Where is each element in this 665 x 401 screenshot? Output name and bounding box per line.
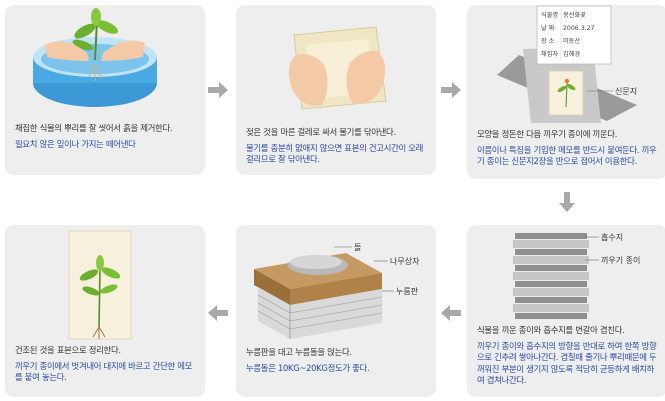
step-card-2: 젖은 것을 마른 걸레로 싸서 물기를 닦아낸다. 물기를 충분히 없애지 않으…	[236, 5, 436, 175]
absorbent-label: 흡수지	[601, 232, 623, 242]
step-sub-text: 물기를 충분히 없애지 않으면 표본의 건고시간이 오래걸리므로 잘 닦아낸다.	[246, 142, 424, 165]
step-main-text: 젖은 것을 마른 걸레로 싸서 물기를 닦아낸다.	[246, 127, 396, 137]
step-main-text: 건조된 것을 표본으로 정리한다.	[15, 345, 121, 355]
insert-paper-label: 끼우기 종이	[601, 255, 640, 265]
drying-cloth-illustration	[288, 26, 387, 110]
arrow-right-icon	[441, 82, 461, 98]
step-sub-text: 끼우기 종이에서 벗겨내어 대지에 바르고 간단한 메모를 붙여 놓는다.	[15, 360, 193, 383]
press-label: 누름판	[396, 287, 419, 296]
memo-label: 채집자	[541, 50, 558, 58]
step-card-6: 건조된 것을 표본으로 정리한다. 끼우기 종이에서 벗겨내어 대지에 바르고 …	[5, 225, 205, 397]
step-sub-text: 끼우기 종이와 흡수지의 방향을 반대로 하여 한쪽 방향으로 긴추려 쌓아나간…	[477, 340, 657, 386]
arrow-right-icon	[208, 82, 228, 98]
step-caption-3: 모양을 정돈한 다음 끼우기 종이에 끼운다. 이름이나 특징을 기입한 메모를…	[477, 129, 661, 168]
newspaper-fold-illustration: 신문지 식물명 봉선화꽃 날 짜 2006.3.27 장 소 미동산 채집자 김…	[497, 5, 637, 123]
step-main-text: 누름판을 대고 누름돌을 얹는다.	[246, 347, 352, 357]
step-caption-2: 젖은 것을 마른 걸레로 싸서 물기를 닦아낸다. 물기를 충분히 없애지 않으…	[246, 127, 430, 166]
specimen-sheet-illustration	[68, 230, 132, 340]
step-card-5: 돌 나무상자 누름판 누름판을 대고 누름돌을 얹는다. 누름돌은 10KG~2…	[236, 225, 436, 397]
memo-value: 2006.3.27	[563, 25, 595, 32]
newspaper-label: 신문지	[615, 87, 637, 96]
arrow-left-icon	[208, 305, 228, 321]
step-caption-4: 식물을 끼운 종이와 흡수지를 번갈아 겹친다. 끼우기 종이와 흡수지의 방향…	[477, 325, 661, 387]
memo-value: 봉선화꽃	[563, 11, 586, 19]
arrow-down-icon	[559, 192, 575, 212]
step-sub-text: 이름이나 특징을 기입한 메모를 반드시 붙여둔다. 끼우기 종이는 신문지2장…	[477, 144, 657, 167]
step-caption-1: 채집한 식물의 뿌리를 잘 씻어서 흙을 제거한다. 필요치 않은 잎이나 가지…	[15, 123, 199, 150]
memo-label: 장 소	[541, 37, 555, 45]
step-main-text: 채집한 식물의 뿌리를 잘 씻어서 흙을 제거한다.	[15, 123, 173, 133]
step-sub-text: 누름돌은 10KG~20KG정도가 좋다.	[246, 362, 370, 373]
step-card-3: 신문지 식물명 봉선화꽃 날 짜 2006.3.27 장 소 미동산 채집자 김…	[467, 5, 665, 179]
stacking-papers-illustration: 흡수지 끼우기 종이	[513, 232, 640, 319]
press-stone-illustration: 돌 나무상자 누름판	[254, 243, 420, 339]
memo-label: 날 짜	[541, 24, 555, 32]
step-card-4: 흡수지 끼우기 종이 식물을 끼운 종이와 흡수지를 번갈아 겹친다. 끼우기 …	[467, 225, 665, 397]
step-card-1: 채집한 식물의 뿌리를 잘 씻어서 흙을 제거한다. 필요치 않은 잎이나 가지…	[5, 5, 205, 175]
step-sub-text: 필요치 않은 잎이나 가지는 떼어낸다	[15, 138, 136, 149]
memo-label: 식물명	[541, 11, 558, 19]
stone-label: 돌	[354, 243, 361, 252]
step-caption-6: 건조된 것을 표본으로 정리한다. 끼우기 종이에서 벗겨내어 대지에 바르고 …	[15, 345, 199, 384]
step-caption-5: 누름판을 대고 누름돌을 얹는다. 누름돌은 10KG~20KG정도가 좋다.	[246, 347, 430, 374]
step-main-text: 모양을 정돈한 다음 끼우기 종이에 끼운다.	[477, 129, 618, 139]
washing-plant-illustration	[33, 8, 157, 107]
memo-value: 미동산	[563, 37, 580, 45]
arrow-left-icon	[441, 305, 461, 321]
step-main-text: 식물을 끼운 종이와 흡수지를 번갈아 겹친다.	[477, 325, 625, 335]
memo-value: 김혜경	[563, 50, 580, 58]
board-label: 나무상자	[390, 256, 420, 266]
